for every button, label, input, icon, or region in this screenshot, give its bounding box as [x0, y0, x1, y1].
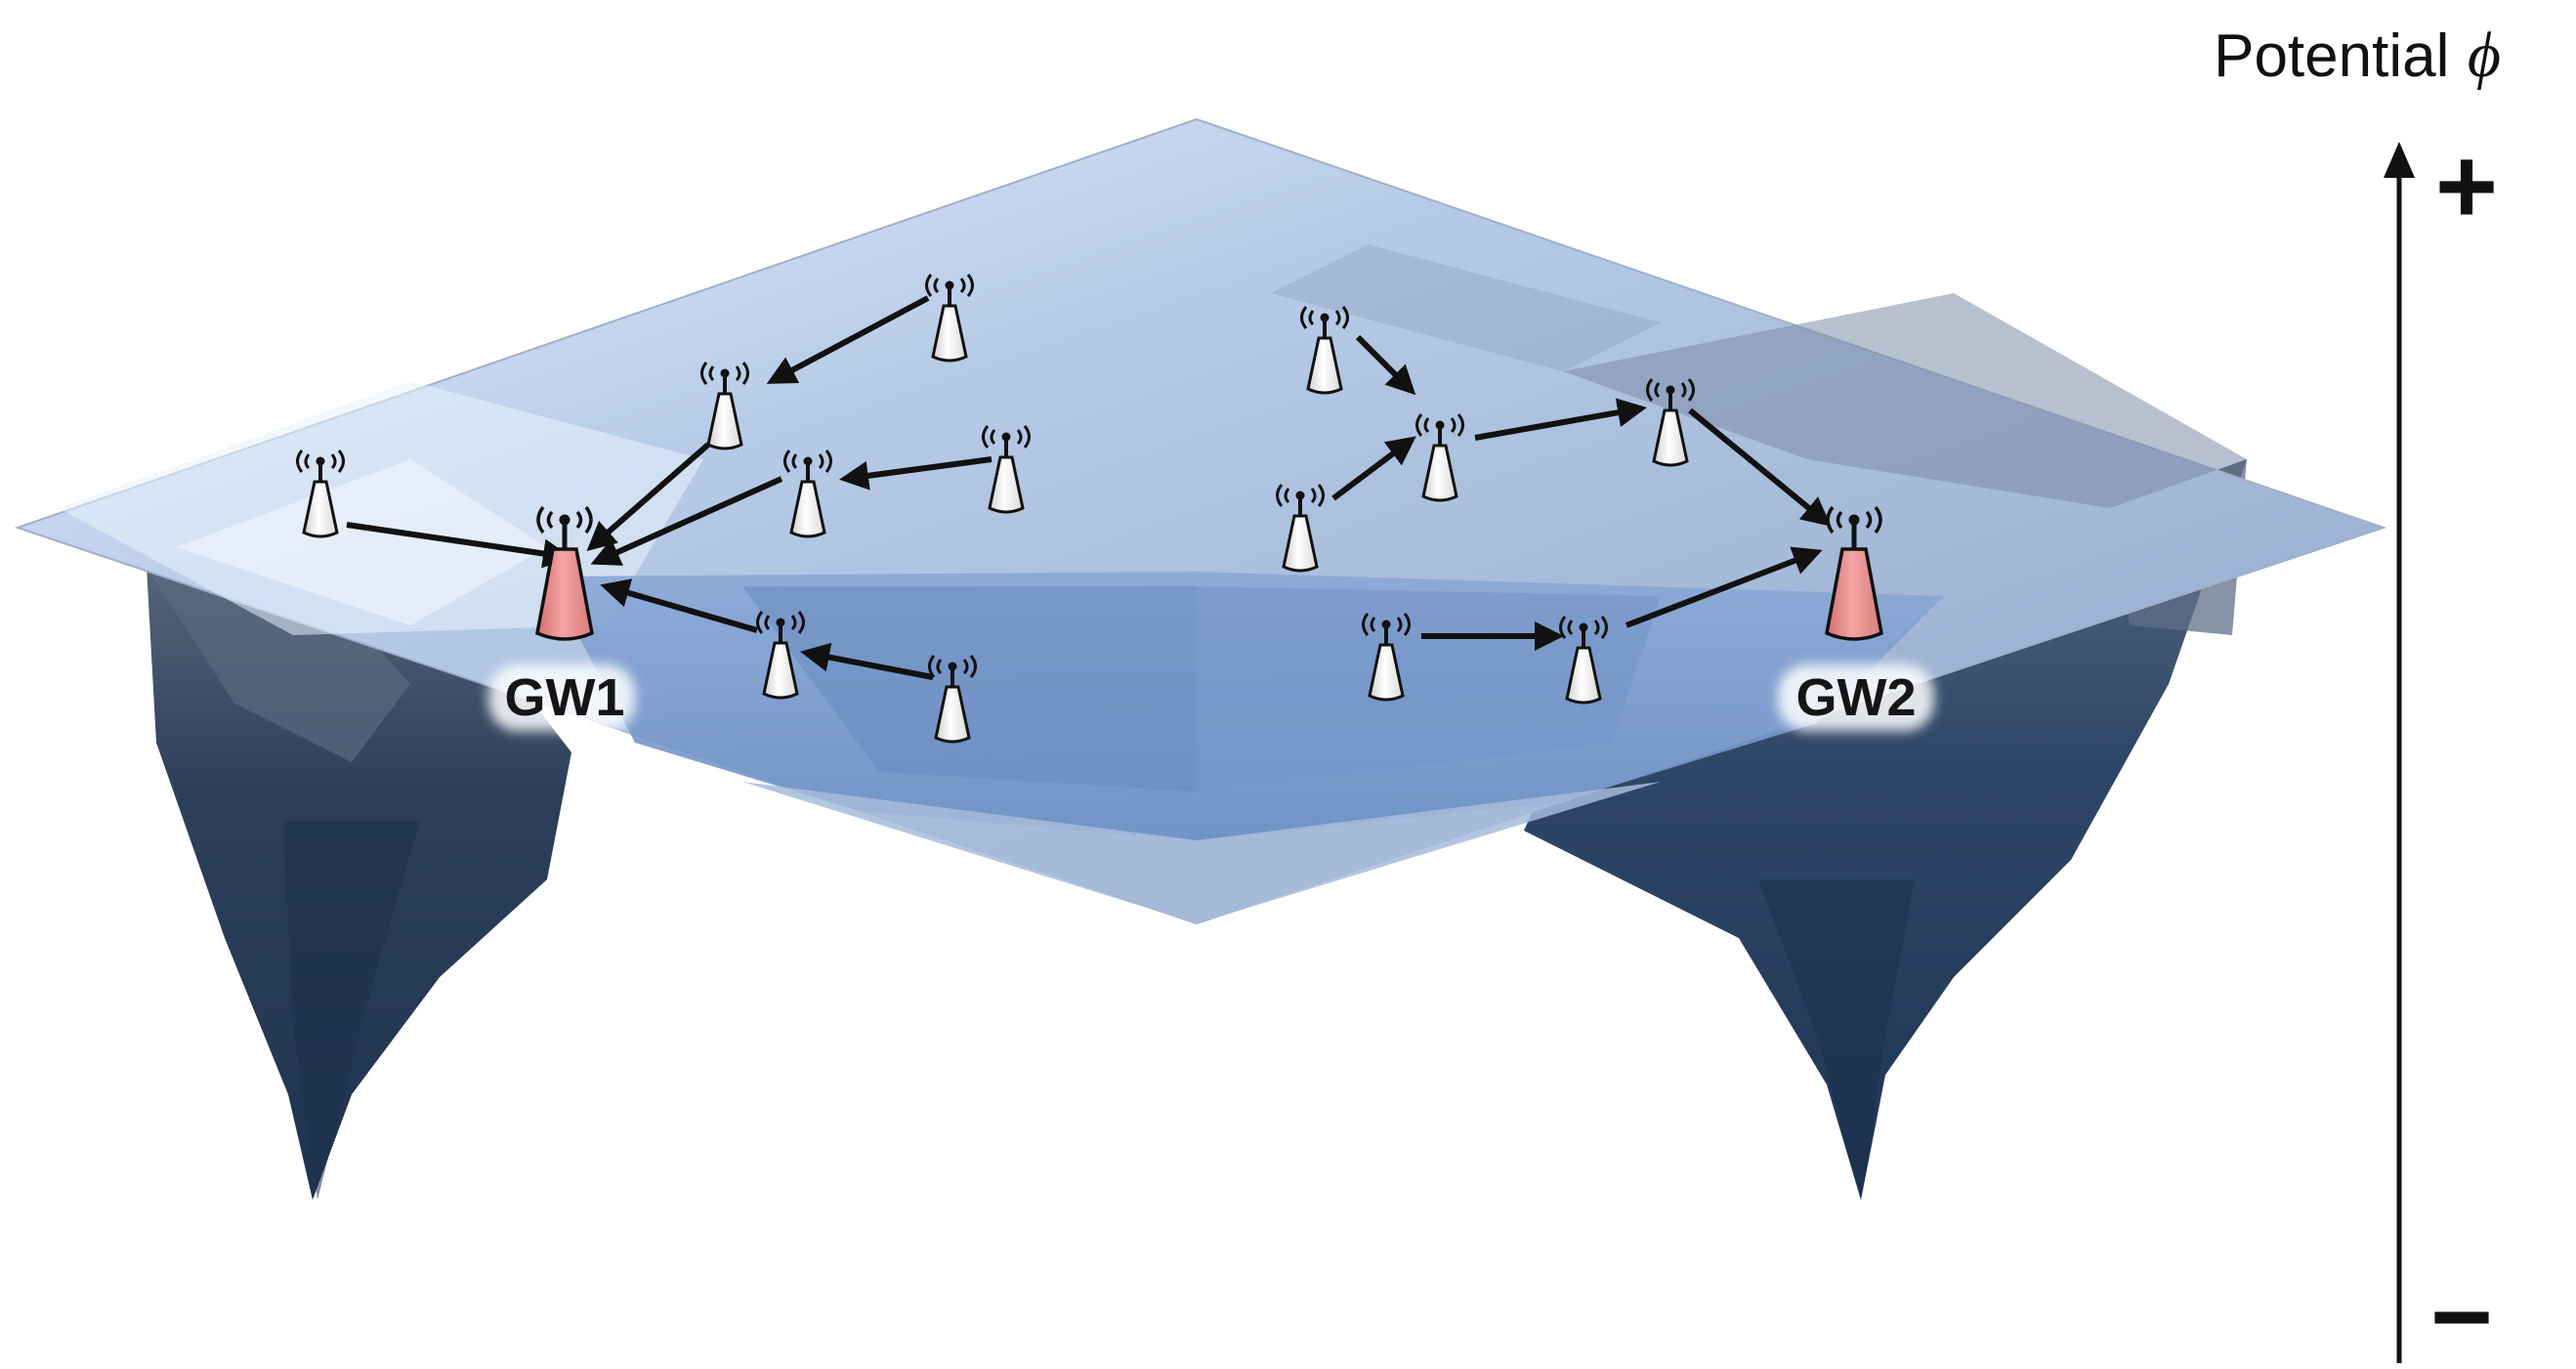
axis-plus-label: + — [2435, 126, 2498, 246]
arrow — [1331, 436, 1416, 501]
axis-title: Potential ϕ — [2214, 20, 2501, 91]
axis-arrowhead — [2384, 142, 2415, 178]
potential-surface — [14, 117, 2387, 1200]
arrow — [1355, 334, 1416, 396]
routing-arrows — [346, 295, 1832, 680]
arrow — [346, 522, 572, 569]
gw1-label: GW1 — [504, 668, 624, 727]
gw2-potential-well — [1524, 459, 2247, 1200]
arrow — [800, 642, 934, 680]
arrow — [1625, 546, 1823, 628]
axis-symbol: ϕ — [2468, 20, 2501, 91]
arrow — [586, 442, 710, 551]
axis-title-text: Potential — [2214, 22, 2449, 90]
axis-minus-label: − — [2430, 1257, 2493, 1369]
gateway-gw2: GW2 — [1778, 507, 1934, 731]
arrow — [839, 456, 992, 491]
potential-axis: Potential ϕ + − — [2214, 20, 2501, 1369]
gw2-label: GW2 — [1795, 668, 1916, 727]
arrow — [600, 578, 758, 633]
arrow — [766, 295, 930, 384]
arrow — [590, 476, 783, 566]
gateway-gw1: GW1 — [488, 507, 635, 731]
arrow — [1474, 398, 1647, 441]
arrow — [1688, 407, 1832, 527]
